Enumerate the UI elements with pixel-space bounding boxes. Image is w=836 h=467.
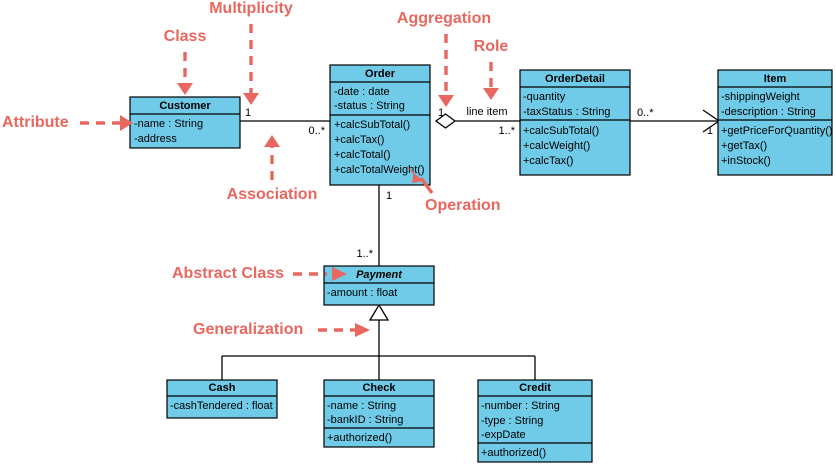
multiplicity-label: 1 xyxy=(707,125,713,137)
class-attribute: -quantity xyxy=(523,91,566,103)
class-operation: +getPriceForQuantity() xyxy=(721,125,833,137)
class-box-cash[interactable]: Cash -cashTendered : float xyxy=(166,379,278,419)
class-operation: +calcWeight() xyxy=(523,140,590,152)
multiplicity-label: 1..* xyxy=(356,248,373,260)
annotation-label: Abstract Class xyxy=(172,265,284,282)
class-operation: +getTax() xyxy=(721,140,767,152)
class-box-orderdetail[interactable]: OrderDetail -quantity -taxStatus : Strin… xyxy=(519,69,631,176)
class-attribute: -cashTendered : float xyxy=(170,400,273,412)
annotation-label: Generalization xyxy=(193,321,303,338)
class-attribute: -expDate xyxy=(481,429,526,441)
multiplicity-label: 1 xyxy=(245,107,251,119)
annotation-label: Multiplicity xyxy=(209,0,293,17)
class-attribute: -bankID : String xyxy=(327,414,403,426)
annotation-multiplicity: Multiplicity xyxy=(209,0,293,105)
annotation-class: Class xyxy=(164,28,207,95)
class-operation: +calcSubTotal() xyxy=(334,119,410,131)
class-title-order: Order xyxy=(365,68,396,80)
annotation-label: Attribute xyxy=(2,114,69,131)
annotation-abstract-class: Abstract Class xyxy=(172,265,347,282)
class-box-order[interactable]: Order -date : date -status : String +cal… xyxy=(329,64,431,186)
annotation-label: Role xyxy=(474,38,509,55)
annotation-label: Class xyxy=(164,28,207,45)
role-label-line-item: line item xyxy=(467,106,508,118)
class-attribute: -description : String xyxy=(721,106,816,118)
multiplicity-label: 1 xyxy=(386,190,392,202)
class-title-check: Check xyxy=(362,382,396,394)
class-title-orderdetail: OrderDetail xyxy=(545,73,605,85)
class-box-customer[interactable]: Customer -name : String -address xyxy=(129,96,241,149)
class-attribute: -number : String xyxy=(481,400,560,412)
generalization-payment-subclasses xyxy=(221,303,536,380)
class-box-check[interactable]: Check -name : String -bankID : String +a… xyxy=(323,379,435,448)
multiplicity-label: 1 xyxy=(438,107,444,119)
multiplicity-label: 0..* xyxy=(308,125,325,137)
class-operation: +calcTotalWeight() xyxy=(334,164,425,176)
annotation-generalization: Generalization xyxy=(193,321,370,338)
aggregation-order-orderdetail xyxy=(434,113,520,129)
annotation-label: Aggregation xyxy=(397,10,491,27)
multiplicity-label: 1..* xyxy=(498,125,515,137)
class-attribute: -name : String xyxy=(134,118,203,130)
annotation-label: Operation xyxy=(425,197,501,214)
annotation-role: Role xyxy=(474,38,509,100)
annotation-attribute: Attribute xyxy=(2,114,133,131)
class-operation: +calcTotal() xyxy=(334,149,391,161)
class-box-item[interactable]: Item -shippingWeight -description : Stri… xyxy=(717,69,833,176)
class-operation: +calcTax() xyxy=(334,134,384,146)
class-attribute: -type : String xyxy=(481,415,543,427)
class-title-item: Item xyxy=(764,73,787,85)
class-attribute: -taxStatus : String xyxy=(523,106,610,118)
class-operation: +authorized() xyxy=(481,447,546,459)
class-attribute: -address xyxy=(134,133,177,145)
class-operation: +calcTax() xyxy=(523,155,573,167)
class-title-payment: Payment xyxy=(356,269,403,281)
class-attribute: -date : date xyxy=(334,86,390,98)
class-attribute: -shippingWeight xyxy=(721,91,800,103)
class-title-customer: Customer xyxy=(159,100,211,112)
class-operation: +authorized() xyxy=(327,432,392,444)
class-attribute: -status : String xyxy=(334,100,405,112)
annotation-aggregation: Aggregation xyxy=(397,10,491,107)
multiplicity-label: 0..* xyxy=(637,107,654,119)
class-attribute: -amount : float xyxy=(327,287,397,299)
class-attribute: -name : String xyxy=(327,400,396,412)
annotation-operation: Operation xyxy=(405,165,501,214)
class-title-credit: Credit xyxy=(519,382,551,394)
annotation-association: Association xyxy=(227,135,318,203)
class-operation: +inStock() xyxy=(721,155,771,167)
class-box-credit[interactable]: Credit -number : String -type : String -… xyxy=(477,379,593,463)
annotation-label: Association xyxy=(227,186,318,203)
class-title-cash: Cash xyxy=(209,382,236,394)
class-operation: +calcSubTotal() xyxy=(523,125,599,137)
